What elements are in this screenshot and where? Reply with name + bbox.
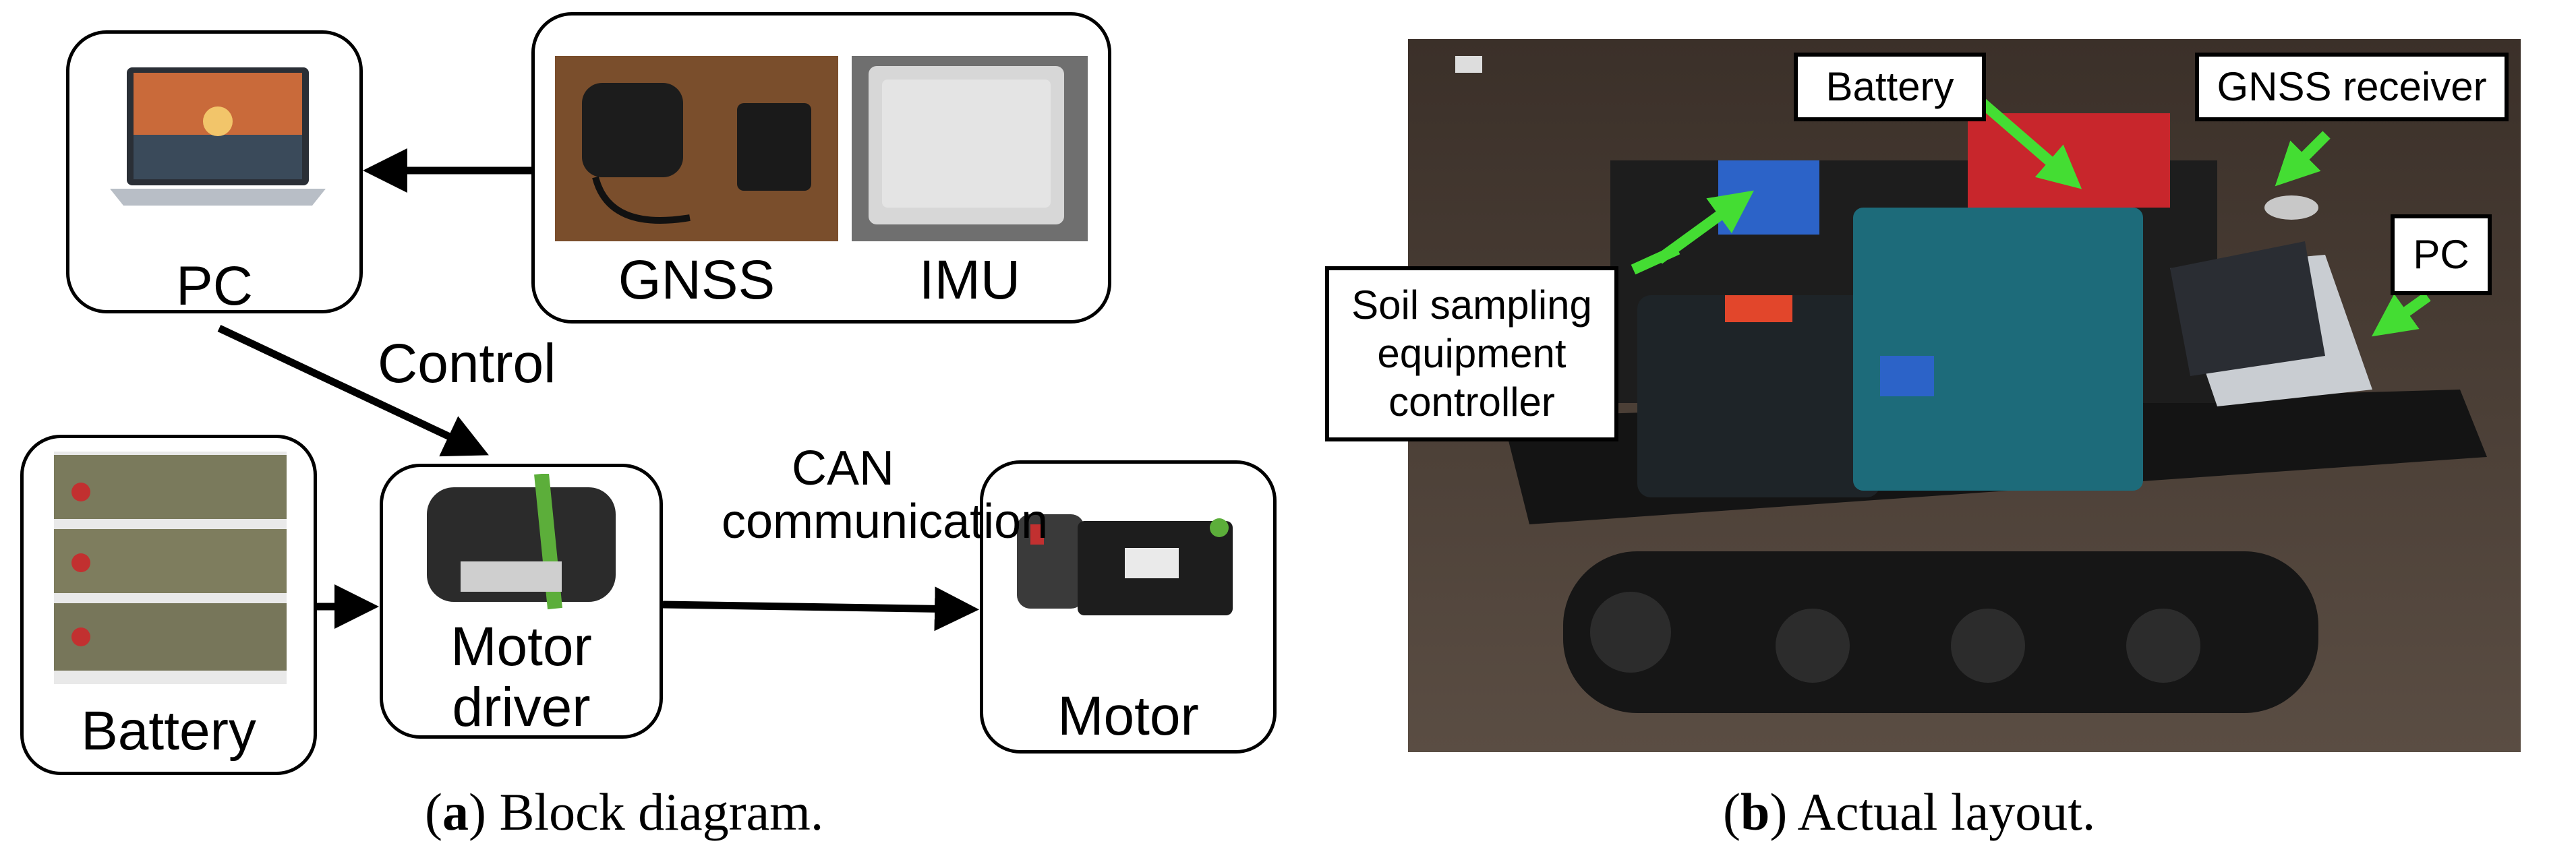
pc-label: PC xyxy=(176,255,253,317)
soil-callout-line1: Soil sampling xyxy=(1351,282,1592,328)
soil-controller-arrow xyxy=(1631,244,1680,275)
motor-image xyxy=(997,487,1260,642)
soil-controller-callout: Soil sampling equipment controller xyxy=(1325,266,1618,441)
caption-b: (b) Actual layout. xyxy=(1723,782,2096,841)
gnss-image xyxy=(555,56,838,241)
motor-driver-label-line2: driver xyxy=(452,677,591,739)
motor-driver-label: Motor driver xyxy=(383,616,660,739)
pc-arrow xyxy=(2371,292,2431,337)
soil-callout-line2: equipment xyxy=(1377,331,1567,376)
motor-driver-label-line1: Motor xyxy=(450,616,592,677)
control-edge-label: Control xyxy=(378,333,556,394)
battery-node: Battery xyxy=(20,435,317,775)
motor-driver-node: Motor driver xyxy=(380,464,663,739)
imu-label: IMU xyxy=(918,249,1021,311)
imu-image xyxy=(852,56,1088,241)
sensors-node: GNSS IMU xyxy=(531,12,1111,324)
motor-driver-image xyxy=(420,474,622,615)
motor-label: Motor xyxy=(1057,685,1199,747)
caption-b-letter: b xyxy=(1740,782,1770,841)
can-edge-label-line1: CAN xyxy=(791,441,894,495)
pc-to-driver-arrow xyxy=(217,325,489,457)
caption-a-text: Block diagram. xyxy=(499,782,824,841)
pc-node: PC xyxy=(66,30,363,317)
gnss-receiver-callout: GNSS receiver xyxy=(2195,53,2509,121)
caption-b-text: Actual layout. xyxy=(1797,782,2096,841)
caption-a-letter: a xyxy=(442,782,469,841)
battery-image xyxy=(54,452,287,684)
motor-node: Motor xyxy=(980,460,1277,754)
battery-callout: Battery xyxy=(1794,53,1986,121)
caption-a: (a) Block diagram. xyxy=(425,782,824,841)
battery-label: Battery xyxy=(81,700,256,762)
pc-callout: PC xyxy=(2391,214,2492,295)
driver-to-motor-arrow xyxy=(662,586,979,632)
battery-arrow-right xyxy=(1968,90,2082,189)
gnss-arrow xyxy=(2275,131,2331,187)
gnss-label: GNSS xyxy=(618,249,775,311)
soil-callout-line3: controller xyxy=(1388,379,1555,425)
laptop-image xyxy=(96,61,339,216)
